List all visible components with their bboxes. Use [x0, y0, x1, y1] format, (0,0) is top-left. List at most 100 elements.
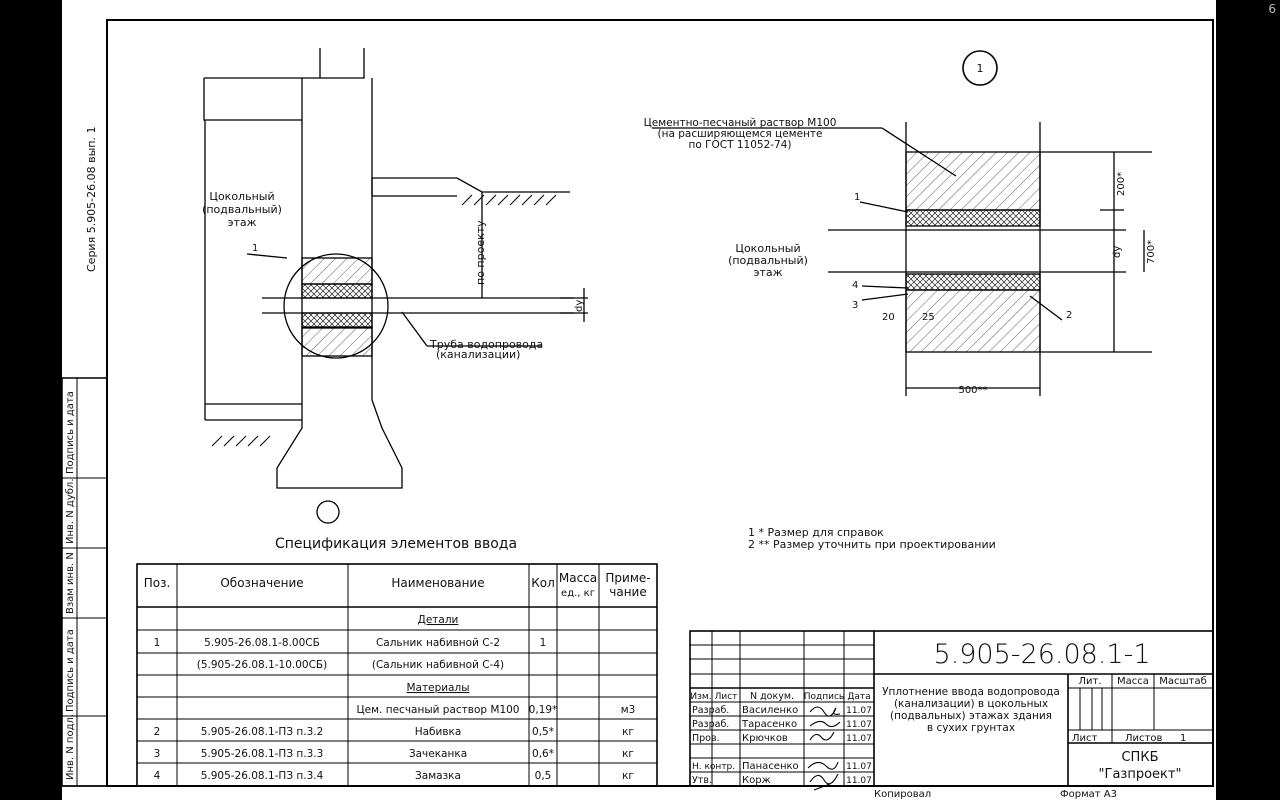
spec-row-1-qty: 1 [540, 637, 547, 649]
spec-header-note-1: Приме- [605, 571, 650, 585]
spec-row-5-note: кг [622, 748, 634, 760]
spec-row-5-name: Зачеканка [409, 748, 467, 760]
role-1: Разраб. [692, 705, 729, 716]
spec-row-4-pos: 2 [154, 726, 161, 738]
mass-label: Масса [1117, 676, 1149, 687]
left-strip: Инв. N подл. Подпись и дата Взам инв. N … [62, 377, 108, 787]
strip-label-sign-date-2: Подпись и дата [65, 391, 76, 474]
dim-700: 700* [1146, 240, 1157, 264]
name-3: Крючков [742, 733, 788, 744]
name-5: Панасенко [742, 761, 799, 772]
footer-copied: Копировал [874, 789, 931, 800]
dim-200: 200* [1116, 172, 1127, 196]
view-number: 1 [977, 62, 984, 75]
spec-header-mass-1: Масса [559, 571, 597, 585]
doc-title-3: (подвальных) этажах здания [890, 710, 1052, 722]
left-floor-label-2: (подвальный) [202, 203, 282, 216]
name-1: Василенко [742, 705, 798, 716]
role-3: Пров. [692, 733, 720, 744]
date-5: 11.07 [846, 762, 872, 772]
left-view-labels: Цокольный (подвальный) этаж 1 по проекту… [202, 190, 585, 361]
spec-row-1-pos: 1 [154, 637, 161, 649]
right-floor-label-2: (подвальный) [728, 254, 808, 267]
spec-row-2-designation: (5.905-26.08.1-10.00СБ) [197, 659, 328, 671]
right-pos-4: 4 [852, 280, 858, 291]
role-2: Разраб. [692, 719, 729, 730]
spec-row-4-designation: 5.905-26.08.1-ПЗ п.3.2 [201, 726, 324, 738]
sheets-value: 1 [1180, 733, 1186, 744]
spec-row-3-qty: 0,19* [529, 704, 558, 716]
doc-title-1: Уплотнение ввода водопровода [882, 686, 1060, 698]
spec-header-designation: Обозначение [220, 576, 303, 590]
right-floor-label-1: Цокольный [735, 242, 800, 255]
right-floor-label-3: этаж [753, 266, 782, 279]
strip-label-vzam-inv: Взам инв. N [65, 552, 76, 614]
dim-20: 20 [882, 312, 895, 323]
series-label: Серия 5.905-26.08 вып. 1 [85, 127, 98, 273]
mortar-label-1: Цементно-песчаный раствор М100 [644, 117, 837, 129]
name-6: Корж [742, 775, 771, 786]
note-1: 1 * Размер для справок [748, 526, 884, 539]
strip-label-sign-date-1: Подпись и дата [65, 629, 76, 712]
technical-drawing: Инв. N подл. Подпись и дата Взам инв. N … [62, 19, 1214, 800]
view-number-circle [962, 50, 998, 86]
spec-title: Спецификация элементов ввода [275, 536, 517, 552]
spec-header-note-2: чание [609, 585, 646, 599]
org-name-1: СПКБ [1121, 750, 1158, 765]
spec-row-2-name: (Сальник набивной С-4) [372, 659, 504, 671]
col-header-ndoc: N докум. [750, 691, 794, 702]
spec-header-mass-2: ед., кг [561, 588, 595, 599]
spec-row-5-pos: 3 [154, 748, 161, 760]
sheets-label: Листов [1125, 733, 1162, 744]
name-2: Тарасенко [741, 719, 797, 730]
col-header-date: Дата [847, 692, 870, 702]
org-name-2: "Газпроект" [1099, 767, 1182, 782]
col-header-izm: Изм. [690, 692, 711, 702]
spec-row-5-designation: 5.905-26.08.1-ПЗ п.3.3 [201, 748, 324, 760]
date-6: 11.07 [846, 776, 872, 786]
col-header-list: Лист [715, 692, 738, 702]
pipe-label-1: Труба водопровода [429, 338, 543, 351]
dim-25: 25 [922, 312, 935, 323]
strip-label-inv-podl: Инв. N подл. [65, 714, 76, 780]
right-pos-3: 3 [852, 300, 858, 311]
spec-row-3-name: Цем. песчаный раствор М100 [357, 704, 520, 716]
spec-row-1-name: Сальник набивной С-2 [376, 637, 500, 649]
footer-format: Формат А3 [1060, 789, 1117, 800]
left-dy-label: dy [574, 300, 585, 312]
mortar-label-3: по ГОСТ 11052-74) [688, 139, 791, 151]
signature-scribbles [807, 706, 841, 791]
spec-header-qty: Кол [531, 576, 555, 590]
left-pos-1: 1 [252, 243, 258, 254]
spec-row-4-name: Набивка [415, 726, 462, 738]
right-view-labels: Цементно-песчаный раствор М100 (на расши… [644, 117, 1157, 396]
note-2: 2 ** Размер уточнить при проектировании [748, 538, 996, 551]
date-3: 11.07 [846, 734, 872, 744]
col-header-sign: Подпись [804, 692, 844, 702]
spec-row-6-note: кг [622, 770, 634, 782]
right-pos-1: 1 [854, 192, 860, 203]
spec-header-name: Наименование [391, 576, 484, 590]
doc-title-2: (канализации) в цокольных [894, 698, 1048, 710]
scale-label: Масштаб [1159, 676, 1207, 687]
spec-row-6-pos: 4 [154, 770, 161, 782]
scan-edge: 6 [1216, 0, 1280, 800]
date-1: 11.07 [846, 706, 872, 716]
mortar-label-2: (на расширяющемся цементе [658, 128, 823, 140]
dim-500: 500** [958, 385, 987, 396]
spec-row-4-note: кг [622, 726, 634, 738]
right-dy-label: dy [1112, 246, 1123, 258]
spec-row-6-qty: 0,5 [535, 770, 552, 782]
right-section-view [652, 122, 1152, 396]
spec-table [136, 563, 658, 787]
role-5: Н. контр. [692, 762, 735, 772]
left-section-view [203, 48, 588, 524]
corner-number: 6 [1268, 2, 1276, 16]
spec-row-1-designation: 5.905-26.08.1-8.00СБ [204, 637, 320, 649]
doc-title-4: в сухих грунтах [927, 722, 1015, 734]
lit-label: Лит. [1078, 676, 1101, 687]
role-6: Утв. [692, 775, 712, 786]
spec-row-3-note: м3 [621, 704, 636, 716]
spec-row-6-designation: 5.905-26.08.1-ПЗ п.3.4 [201, 770, 324, 782]
spec-section-materials: Материалы [407, 682, 470, 694]
